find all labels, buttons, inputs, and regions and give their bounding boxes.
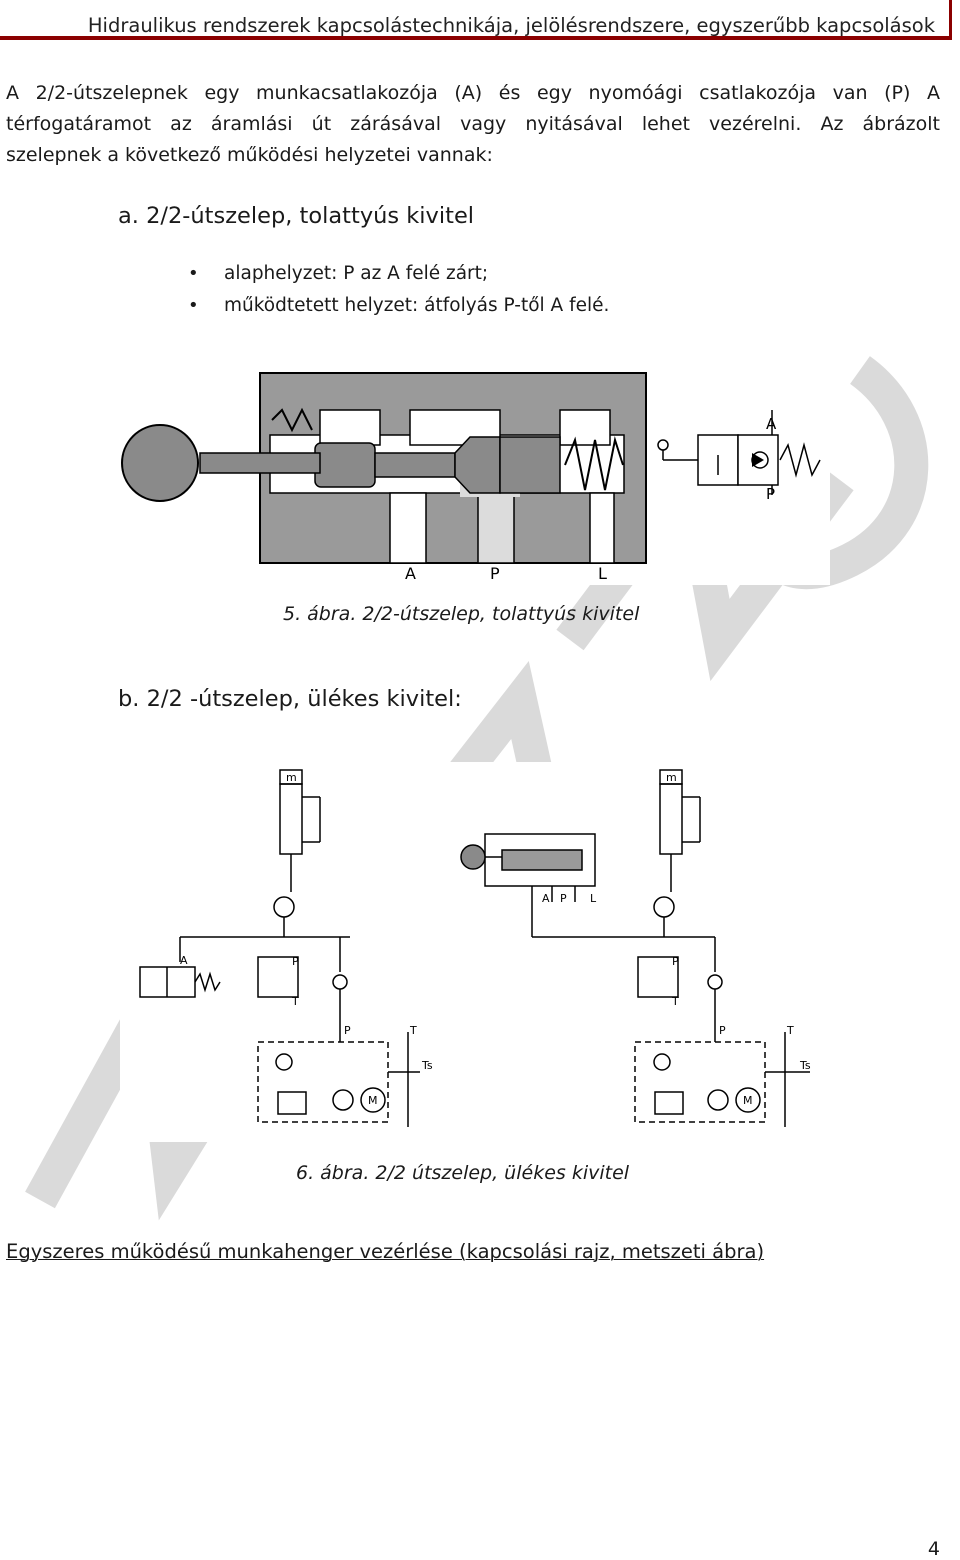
label-p: P xyxy=(344,1024,351,1037)
section-b-heading: b. 2/2 -útszelep, ülékes kivitel: xyxy=(118,686,462,712)
label-ts: Ts xyxy=(421,1059,433,1072)
label-a: A xyxy=(180,954,188,967)
label-p: P xyxy=(560,892,567,905)
symbol-label-p: P xyxy=(766,485,775,503)
page-header: Hidraulikus rendszerek kapcsolástechniká… xyxy=(0,0,952,40)
bullet-item: működtetett helyzet: átfolyás P-től A fe… xyxy=(188,290,609,322)
label-t: T xyxy=(671,995,679,1008)
label-motor: M xyxy=(743,1094,753,1107)
label-p: P xyxy=(672,955,679,968)
bullet-item: alaphelyzet: P az A felé zárt; xyxy=(188,258,609,290)
port-label-l: L xyxy=(598,564,607,583)
figure-5-spool-valve: A P L A P xyxy=(120,365,830,585)
label-l: L xyxy=(590,892,597,905)
label-t: T xyxy=(291,995,299,1008)
label-motor: M xyxy=(368,1094,378,1107)
figure-6-seat-valve-circuits: m m A P T P T Ts M A P L P T P T Ts M xyxy=(120,762,830,1142)
label-t: T xyxy=(786,1024,794,1037)
figure-6-caption: 6. ábra. 2/2 útszelep, ülékes kivitel xyxy=(296,1162,630,1184)
label-t: T xyxy=(409,1024,417,1037)
section-a-heading: a. 2/2-útszelep, tolattyús kivitel xyxy=(118,203,475,229)
label-mass: m xyxy=(286,771,297,784)
port-label-p: P xyxy=(490,564,500,583)
footer-text: Egyszeres működésű munkahenger vezérlése… xyxy=(6,1240,765,1263)
intro-line: szelepnek a következő működési helyzetei… xyxy=(6,144,493,166)
page-number: 4 xyxy=(927,1538,940,1560)
bullet-list: alaphelyzet: P az A felé zárt; működtete… xyxy=(188,258,609,322)
intro-line: térfogatáramot az áramlási út zárásával … xyxy=(6,113,940,135)
label-p: P xyxy=(292,955,299,968)
intro-paragraph: A 2/2-útszelepnek egy munkacsatlakozója … xyxy=(6,78,940,171)
label-ts: Ts xyxy=(799,1059,811,1072)
port-label-a: A xyxy=(405,564,416,583)
symbol-label-a: A xyxy=(766,415,777,433)
figure-5-caption: 5. ábra. 2/2-útszelep, tolattyús kivitel xyxy=(283,603,640,625)
label-p: P xyxy=(719,1024,726,1037)
intro-line: A 2/2-útszelepnek egy munkacsatlakozója … xyxy=(6,82,940,104)
header-title: Hidraulikus rendszerek kapcsolástechniká… xyxy=(87,14,935,37)
label-mass: m xyxy=(666,771,677,784)
label-a: A xyxy=(542,892,550,905)
